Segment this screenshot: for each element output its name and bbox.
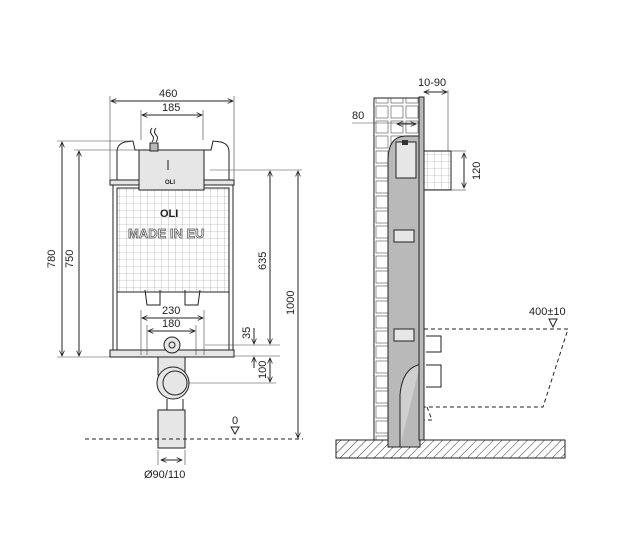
floor-level-label: 0 (232, 415, 238, 427)
bracket-lower (393, 328, 415, 342)
dim-460: 460 (159, 88, 177, 100)
dim-seat-height: 400±10 (529, 306, 566, 318)
frame: OLI OLI MADE IN EU (109, 127, 235, 449)
dim-pipe-diameter: Ø90/110 (144, 469, 185, 481)
level-marker-icon (230, 426, 240, 436)
flush-plate (423, 150, 452, 191)
cistern-logo: OLI (165, 180, 175, 186)
drain-connector (163, 336, 181, 354)
seat-level-marker-icon (548, 318, 558, 329)
dim-10-90: 10-90 (418, 77, 446, 89)
toilet-outline (424, 328, 569, 421)
water-inlet (149, 142, 159, 152)
bracket-upper (393, 229, 415, 243)
brand-text: MADE IN EU (128, 226, 205, 241)
front-panel (418, 96, 425, 441)
brand-logo: OLI (160, 208, 178, 220)
dim-180: 180 (162, 318, 180, 330)
dim-100: 100 (257, 361, 269, 379)
dim-120: 120 (471, 162, 483, 180)
floor-hatch (335, 439, 566, 459)
dim-1000: 1000 (285, 291, 297, 315)
dim-185: 185 (162, 102, 180, 114)
dim-230: 230 (162, 305, 180, 317)
side-dimension-lines (352, 90, 466, 191)
drain-elbow (156, 366, 190, 400)
dimension-lines (57, 96, 302, 465)
dim-635: 635 (257, 252, 269, 270)
side-view: 10-90 80 120 400±10 (335, 77, 569, 459)
water-inlet-icon (150, 127, 158, 143)
dim-750: 750 (64, 250, 76, 268)
dim-780: 780 (46, 250, 58, 268)
grid-panel (116, 187, 230, 293)
front-view: OLI OLI MADE IN EU 0 (46, 88, 303, 481)
cistern-box (138, 149, 205, 191)
dim-35: 35 (241, 327, 253, 339)
toilet-connectors (426, 335, 442, 388)
drain-pipe (157, 409, 186, 449)
dim-80: 80 (352, 110, 364, 122)
